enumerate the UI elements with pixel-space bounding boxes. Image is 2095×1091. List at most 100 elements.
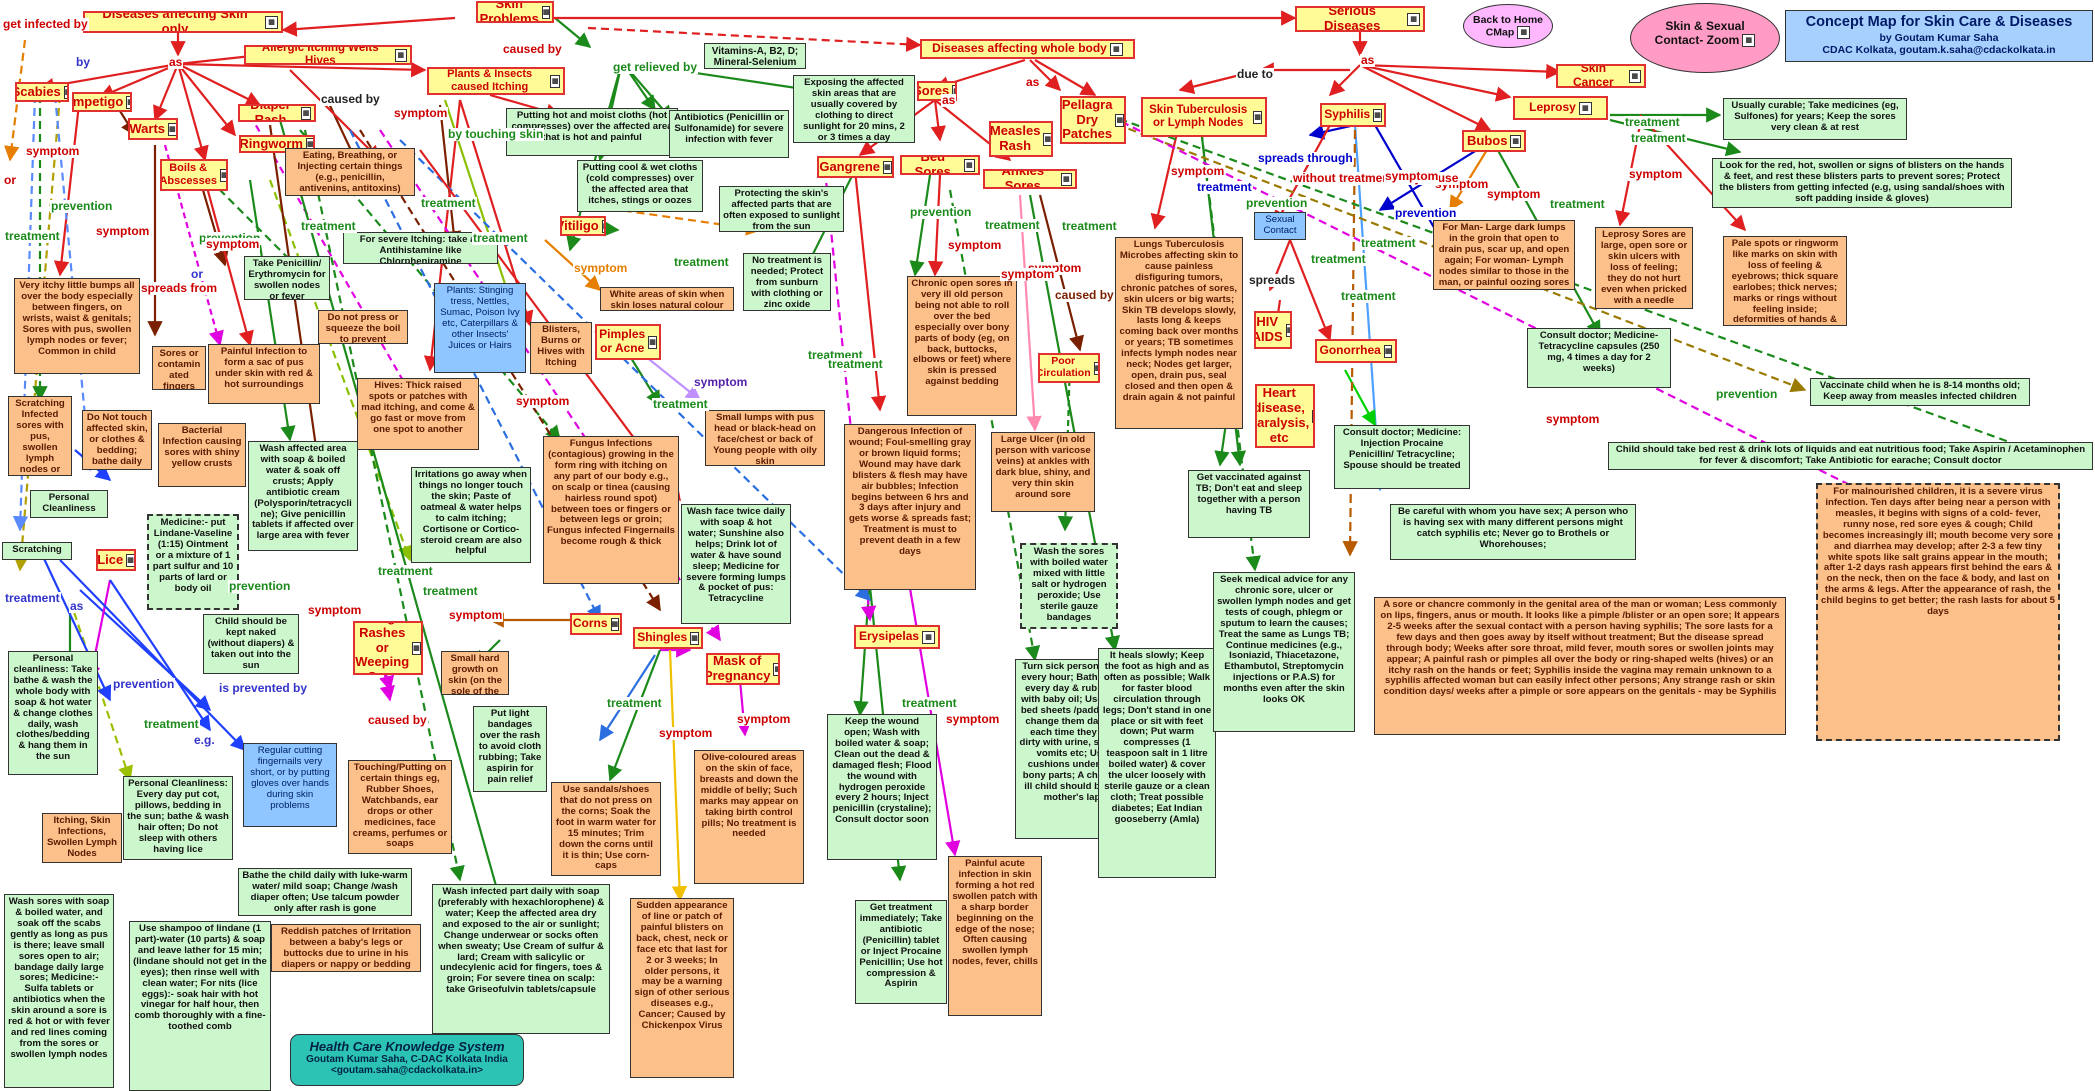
cmap-link-icon[interactable]: ▦ [922,630,935,644]
concept-node-text: Serious Diseases [1323,6,1381,32]
cmap-link-icon[interactable]: ▦ [219,168,226,182]
concept-node-text: Ringworm [239,135,303,151]
concept-node-text: Leprosy [1529,100,1576,115]
concept-node-n47[interactable]: Corns▦ [570,613,622,635]
concept-node-n7[interactable]: Scabies▦ [15,82,69,102]
concept-node-n75[interactable]: Erysipelas▦ [854,625,940,649]
cmap-link-icon[interactable]: ▦ [1407,12,1420,26]
concept-node-n27[interactable]: Pimples or Acne▦ [595,324,661,360]
linking-phrase: treatment [1360,236,1417,251]
concept-node-n85[interactable]: Bubos▦ [1462,130,1526,152]
concept-node-n68[interactable]: Bed Sores▦ [900,155,980,175]
concept-node-n45[interactable]: Allergic Rashes or Weeping Sore▦ [353,621,423,675]
concept-node-n5[interactable]: Allergic Itching Welts Hives▦ [244,45,412,65]
cmap-link-icon[interactable]: ▦ [1109,42,1123,56]
concept-node-n73[interactable]: Poor Circulation▦ [1038,353,1100,383]
cmap-link-icon[interactable]: ▦ [126,553,134,567]
concept-node-n52: Personal Cleanliness: Every day put cot,… [123,776,233,860]
cmap-link-icon[interactable]: ▦ [1043,132,1051,146]
concept-node-n82[interactable]: Syphilis▦ [1320,103,1386,127]
cmap-link-icon[interactable]: ▦ [63,85,67,99]
concept-node-text: Get treatment immediately; Take antibiot… [859,902,943,990]
cmap-link-icon[interactable]: ▦ [1285,323,1290,337]
concept-node-text: No treatment is needed; Protect from sun… [750,255,824,310]
back-home-button[interactable]: Back to Home CMap▦ [1463,4,1553,48]
concept-node-n8[interactable]: Impetigo▦ [72,92,132,112]
concept-node-text: Lice [97,551,124,567]
concept-node-n90[interactable]: Heart disease, paralysis, etc▦ [1255,384,1315,448]
cmap-link-icon[interactable]: ▦ [1383,344,1393,358]
concept-node-n43[interactable]: Lice▦ [96,549,136,571]
concept-node-n65[interactable]: Measles Rash▦ [989,121,1053,157]
concept-node-text: Wash sores with soap & boiled water, and… [8,896,110,1060]
cmap-link-icon[interactable]: ▦ [1742,34,1756,48]
concept-node-n3[interactable]: Diseases affecting whole body▦ [920,39,1135,59]
cmap-link-icon[interactable]: ▦ [541,5,551,19]
cmap-link-icon[interactable]: ▦ [412,641,421,655]
cmap-link-icon[interactable]: ▦ [550,74,560,88]
concept-node-n97: Vaccinate child when he is 8-14 months o… [1810,378,2030,406]
concept-node-n83[interactable]: Leprosy▦ [1513,96,1608,120]
concept-node-n48[interactable]: Shingles▦ [633,627,703,649]
concept-node-n72: Large Ulcer (in old person with varicose… [991,432,1095,512]
cmap-link-icon[interactable]: ▦ [601,219,604,233]
concept-node-text: Small hard growth on skin (on the sole o… [448,653,502,695]
cmap-link-icon[interactable]: ▦ [301,106,311,120]
page-title: Concept Map for Skin Care & Diseases [1805,14,2073,30]
concept-node-n11[interactable]: Ringworm▦ [239,135,315,153]
concept-node-n1[interactable]: Diseases affecting Skin only▦ [83,11,283,33]
concept-node-n89[interactable]: Gonorrhea▦ [1315,339,1397,363]
cmap-link-icon[interactable]: ▦ [690,631,699,645]
cmap-link-icon[interactable]: ▦ [394,48,407,62]
concept-node-n99: Consult doctor; Medicine: Injection Proc… [1334,425,1470,489]
concept-node-n9[interactable]: Diaper Rash▦ [238,104,316,122]
concept-node-n20[interactable]: Vitiligo▦ [560,216,606,236]
concept-node-n88[interactable]: HIV AIDS▦ [1254,311,1292,349]
cmap-link-icon[interactable]: ▦ [773,662,778,676]
cmap-link-icon[interactable]: ▦ [1115,113,1124,127]
cmap-link-icon[interactable]: ▦ [648,335,657,349]
concept-node-text: Child should take bed rest & drink lots … [1615,444,2086,466]
concept-node-n58: Bathe the child daily with luke-warm wat… [238,868,412,916]
concept-node-n67[interactable]: Gangrene▦ [817,156,894,178]
linking-phrase: treatment [4,229,61,244]
concept-node-text: Measles Rash [989,123,1041,153]
linking-phrase: or [190,267,204,282]
concept-node-n66[interactable]: Pellagra Dry Patches▦ [1060,96,1126,144]
concept-node-n64[interactable]: Sores▦ [917,81,957,101]
concept-node-text: For malnourished children, it is a sever… [1821,486,2056,618]
linking-phrase: symptom [573,261,629,276]
cmap-link-icon[interactable]: ▦ [1373,108,1382,122]
concept-node-n49[interactable]: Mask of Pregnancy▦ [706,653,780,685]
linking-phrase: symptom [1000,267,1056,282]
concept-node-n10[interactable]: Warts▦ [128,118,178,140]
cmap-link-icon[interactable]: ▦ [1628,69,1641,83]
concept-node-n19: Protecting the skin's affected parts tha… [719,186,844,232]
zoom-button[interactable]: Skin & Sexual Contact- Zoom▦ [1630,3,1780,73]
concept-node-text: Putting hot and moist cloths (hot compre… [511,110,673,143]
concept-node-n6[interactable]: Plants & Insects caused Itching▦ [427,67,565,95]
concept-node-text: Gonorrhea [1319,343,1381,358]
cmap-link-icon[interactable]: ▦ [265,15,278,29]
cmap-link-icon[interactable]: ▦ [1312,409,1313,423]
linking-phrase: prevention [50,199,114,214]
cmap-link-icon[interactable]: ▦ [1253,110,1262,124]
concept-node-n12[interactable]: Boils & Abscesses▦ [160,159,228,191]
concept-node-text: Child should be kept naked (without diap… [207,616,295,671]
concept-node-n81[interactable]: Skin Tuberculosis or Lymph Nodes▦ [1141,97,1267,137]
concept-node-n84[interactable]: Skin Cancer▦ [1556,64,1646,88]
cmap-link-icon[interactable]: ▦ [610,617,620,631]
cmap-link-icon[interactable]: ▦ [1578,101,1592,115]
cmap-link-icon[interactable]: ▦ [126,95,130,109]
cmap-link-icon[interactable]: ▦ [168,122,176,136]
cmap-link-icon[interactable]: ▦ [963,158,975,172]
cmap-link-icon[interactable]: ▦ [883,160,892,174]
concept-node-n69[interactable]: Ankles Sores▦ [983,169,1077,189]
concept-node-n0[interactable]: Skin Problems▦ [476,1,554,23]
cmap-link-icon[interactable]: ▦ [1060,172,1072,186]
cmap-link-icon[interactable]: ▦ [1093,361,1098,375]
cmap-link-icon[interactable]: ▦ [1510,134,1521,148]
linking-phrase: treatment [673,255,730,270]
concept-node-n2[interactable]: Serious Diseases ▦ [1295,6,1425,32]
cmap-link-icon[interactable]: ▦ [1517,26,1531,39]
